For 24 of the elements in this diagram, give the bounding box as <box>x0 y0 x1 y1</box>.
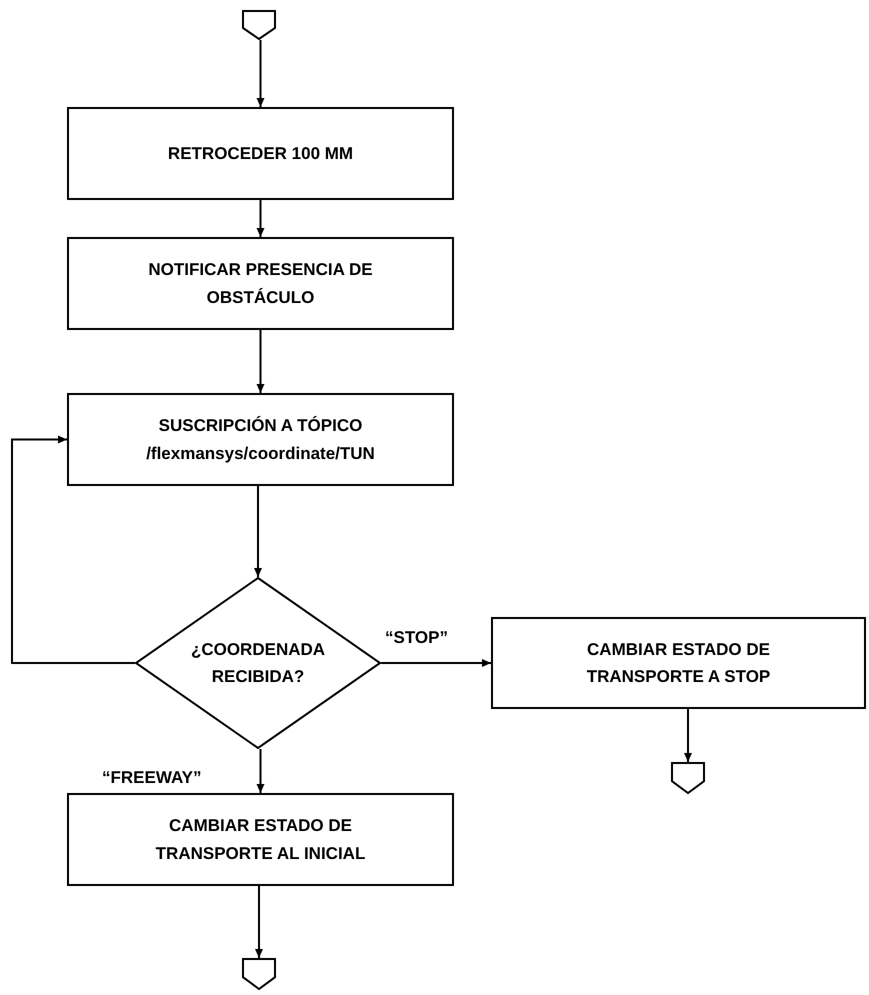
node-text: ¿COORDENADA RECIBIDA? <box>190 638 326 688</box>
process-box <box>67 107 454 200</box>
off-page-connector <box>242 958 276 990</box>
process-box <box>491 617 866 709</box>
arrow <box>11 436 135 664</box>
off-page-connector <box>671 762 705 794</box>
arrow <box>256 330 264 393</box>
arrow <box>381 659 491 667</box>
arrow <box>254 486 262 577</box>
decision-diamond <box>135 577 381 749</box>
node-text: CAMBIAR ESTADO DE TRANSPORTE AL INICIAL <box>154 815 366 864</box>
arrow <box>256 40 264 107</box>
process-box <box>67 393 454 486</box>
arrow <box>256 749 264 793</box>
node-text: SUSCRIPCIÓN A TÓPICO /flexmansys/coordinate/TUN <box>145 415 376 464</box>
arrow <box>684 709 692 762</box>
node-text: CAMBIAR ESTADO DE TRANSPORTE A STOP <box>586 638 772 688</box>
off-page-connector <box>242 10 276 40</box>
process-box <box>67 793 454 886</box>
node-text: NOTIFICAR PRESENCIA DE OBSTÁCULO <box>147 259 374 308</box>
process-box <box>67 237 454 330</box>
node-text: RETROCEDER 100 MM <box>168 142 354 165</box>
arrow <box>256 200 264 237</box>
arrow <box>255 886 263 958</box>
